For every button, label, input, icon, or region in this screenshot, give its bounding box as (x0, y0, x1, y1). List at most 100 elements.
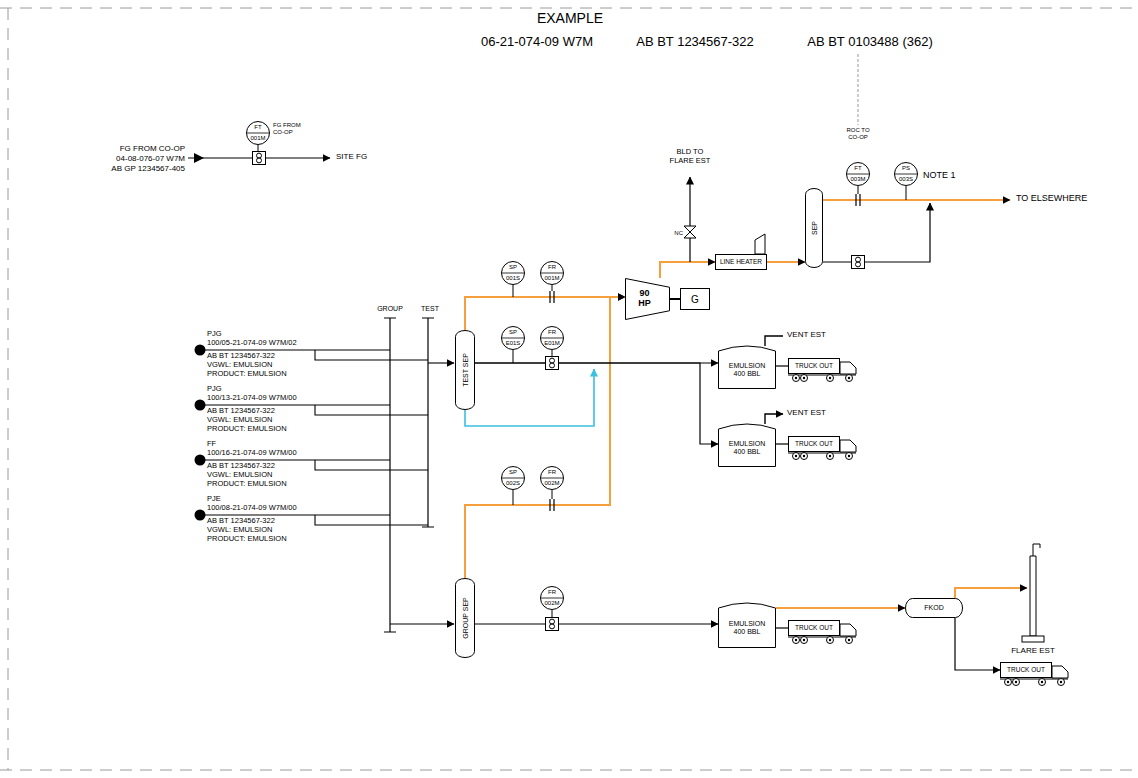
node-text: SP (501, 264, 525, 271)
truck-wheel (801, 637, 808, 644)
valve-symbol (684, 226, 696, 232)
truck-wheel (1039, 679, 1046, 686)
test-separator: TEST SEP (455, 330, 475, 410)
truck-hub (795, 455, 797, 457)
gas-line (823, 199, 1010, 201)
annotation-label: PRODUCT: EMULSION (207, 480, 287, 489)
annotation-label: TO ELSEWHERE (1016, 193, 1087, 203)
truck-wheel (846, 453, 853, 460)
annotation-label: VGWL: EMULSION (207, 471, 272, 480)
leader-line (258, 145, 259, 151)
truck-wheel (827, 637, 834, 644)
truck-hub (795, 639, 797, 641)
meter-symbol (546, 618, 559, 631)
node-text: FR (540, 469, 564, 476)
node-text: 001M (246, 135, 270, 142)
annotation-label: 06-21-074-09 W7M (481, 35, 593, 50)
node-text: E01S (501, 340, 525, 347)
truck-box: TRUCK OUT (788, 358, 840, 374)
instrument-bubble: SP E01S (501, 326, 525, 350)
instrument-bubble: PS003S (894, 162, 918, 186)
pipe-connector (776, 627, 788, 628)
flare-stack (1022, 544, 1044, 642)
orifice-plate (856, 194, 860, 206)
truck-hub (1007, 681, 1009, 683)
truck-wheel (846, 637, 853, 644)
truck-hub (795, 377, 797, 379)
truck-hub (803, 639, 805, 641)
instrument-bubble: SP001S (501, 261, 525, 285)
instrument-bubble: FT 001M (246, 121, 270, 145)
sheet-border (0, 8, 1138, 770)
annotation-label: PJE (207, 495, 221, 504)
annotation-label: PRODUCT: EMULSION (207, 425, 287, 434)
annotation-label: TEST (421, 305, 439, 313)
well-lines (205, 350, 428, 525)
group-separator: GROUP SEP (455, 578, 475, 658)
annotation-label: EXAMPLE (537, 10, 603, 26)
annotation-label: VGWL: EMULSION (207, 361, 272, 370)
truck-wheel (801, 453, 808, 460)
pipe-connector (776, 365, 788, 366)
node-text: TRUCK OUT (1007, 666, 1045, 673)
annotation-label: VENT EST (787, 330, 826, 339)
fuel-gas-line (266, 157, 330, 158)
truck-wheel (827, 375, 834, 382)
flare-line (955, 588, 1027, 598)
node-text: 002S (501, 480, 525, 487)
truck-hub (1060, 681, 1062, 683)
annotation-label: 100/16-21-074-09 W7M/00 (207, 449, 297, 458)
instrument-bubble: SP 002S (501, 466, 525, 490)
pipe-connector (475, 623, 718, 624)
node-text: 003S (894, 176, 918, 183)
truck-hub (1015, 681, 1017, 683)
pipe-connector (776, 607, 905, 609)
truck-wheel (846, 375, 853, 382)
truck-hub (1041, 681, 1043, 683)
annotation-label: GROUP (377, 305, 403, 313)
node-text: FT (846, 165, 870, 172)
pipe-connector (475, 363, 718, 444)
node-text: FT (246, 124, 270, 131)
liquid-line (823, 203, 930, 262)
inlet-line (390, 623, 454, 624)
node-text: TRUCK OUT (795, 362, 833, 369)
instrument-bubble: FR002M (540, 466, 564, 490)
node-text: LINE HEATER (720, 258, 762, 265)
node-text: 90 HP (636, 289, 654, 309)
generator-box: G (680, 288, 710, 310)
node-text: TRUCK OUT (795, 624, 833, 631)
truck-hub (829, 455, 831, 457)
annotation-label: 04-08-076-07 W7M (116, 154, 185, 163)
annotation-label: ROC TO CO-OP (846, 127, 870, 141)
node-text: SP (501, 469, 525, 476)
inlet-line (428, 362, 454, 363)
annotation-label: PJG (207, 385, 222, 394)
annotation-label: AB BT 0103488 (362) (807, 35, 933, 50)
annotation-label: NOTE 1 (923, 170, 956, 180)
annotation-label: AB BT 1234567-322 (207, 517, 275, 526)
node-text: 003M (846, 176, 870, 183)
pipe-connector (670, 298, 680, 300)
instrument-bubble: FR002M (540, 586, 564, 610)
water-line (465, 369, 594, 426)
pipe-connector (465, 297, 625, 330)
annotation-label: AB BT 1234567-322 (207, 407, 275, 416)
annotation-label: FG FROM CO-OP (120, 144, 185, 153)
node-text: SP (501, 329, 525, 336)
node-text: EMULSION 400 BBL (722, 440, 772, 455)
instrument-bubble: FT 003M (846, 162, 870, 186)
node-text: TRUCK OUT (795, 440, 833, 447)
truck-box: TRUCK OUT (1000, 662, 1052, 678)
node-text: 001M (540, 275, 564, 282)
emulsion-tank: EMULSION 400 BBL (718, 343, 776, 389)
node-text: SEP (811, 221, 818, 235)
annotation-label: AB GP 1234567-405 (111, 164, 185, 173)
node-text: FR (540, 264, 564, 271)
node-text: G (691, 294, 699, 305)
compressor: 90 HP (625, 278, 670, 320)
truck-wheel (1058, 679, 1065, 686)
